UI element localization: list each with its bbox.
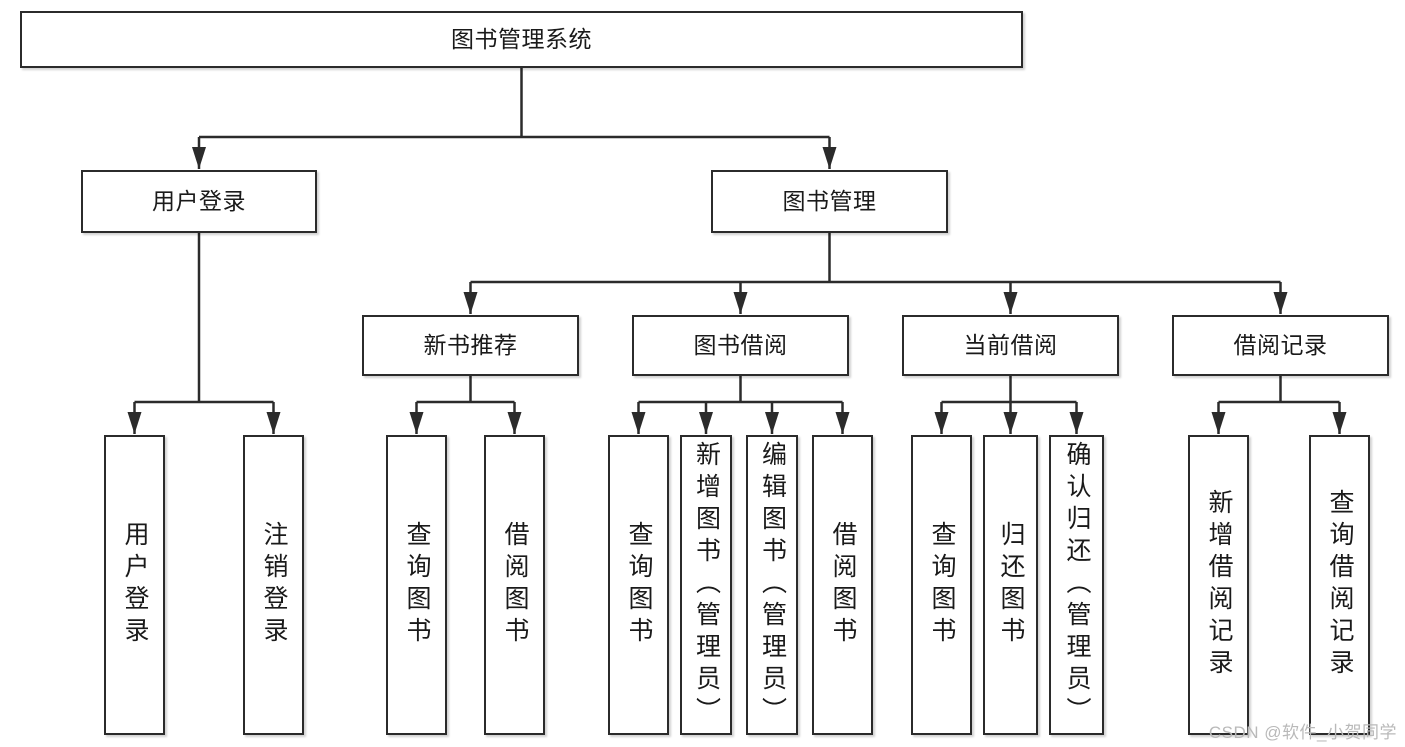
- arrowhead-icon: [733, 292, 748, 314]
- node-records[interactable]: 借阅记录: [1172, 315, 1389, 376]
- node-leaf-bo-add[interactable]: 新增图书（管理员）: [680, 435, 732, 735]
- node-login[interactable]: 用户登录: [81, 170, 317, 233]
- node-leaf-nb-borrow[interactable]: 借阅图书: [484, 435, 545, 735]
- node-label: 查询图书: [928, 521, 956, 649]
- arrowhead-icon: [409, 412, 424, 434]
- node-bookmgmt[interactable]: 图书管理: [711, 170, 948, 233]
- arrowhead-icon: [1332, 412, 1347, 434]
- node-label: 归还图书: [997, 521, 1025, 649]
- node-label: 新增借阅记录: [1205, 489, 1233, 681]
- arrowhead-icon: [765, 412, 779, 434]
- node-leaf-login[interactable]: 用户登录: [104, 435, 165, 735]
- node-label: 用户登录: [121, 521, 149, 649]
- node-root[interactable]: 图书管理系统: [20, 11, 1023, 68]
- arrowhead-icon: [699, 412, 713, 434]
- arrowhead-icon: [1273, 292, 1288, 314]
- node-leaf-logout[interactable]: 注销登录: [243, 435, 304, 735]
- arrowhead-icon: [1003, 292, 1018, 314]
- arrowhead-icon: [934, 412, 949, 434]
- node-label: 图书管理系统: [451, 25, 592, 52]
- node-label: 新书推荐: [423, 331, 518, 358]
- arrowhead-icon: [463, 292, 478, 314]
- node-label: 查询图书: [403, 521, 431, 649]
- node-leaf-re-add[interactable]: 新增借阅记录: [1188, 435, 1249, 735]
- node-leaf-cu-query[interactable]: 查询图书: [911, 435, 972, 735]
- node-label: 编辑图书（管理员）: [758, 441, 787, 729]
- node-label: 新增图书（管理员）: [692, 441, 721, 729]
- arrowhead-icon: [631, 412, 646, 434]
- node-leaf-re-query[interactable]: 查询借阅记录: [1309, 435, 1370, 735]
- node-leaf-bo-lend[interactable]: 借阅图书: [812, 435, 873, 735]
- node-label: 图书管理: [782, 187, 877, 214]
- arrowhead-icon: [192, 147, 206, 169]
- arrowhead-icon: [1003, 412, 1018, 434]
- node-label: 借阅图书: [829, 521, 857, 649]
- node-label: 查询图书: [625, 521, 653, 649]
- node-label: 借阅图书: [501, 521, 529, 649]
- arrowhead-icon: [1211, 412, 1226, 434]
- node-label: 借阅记录: [1233, 331, 1328, 358]
- node-label: 用户登录: [152, 187, 246, 214]
- node-leaf-cu-return[interactable]: 归还图书: [983, 435, 1038, 735]
- arrowhead-icon: [266, 412, 281, 434]
- node-borrow[interactable]: 图书借阅: [632, 315, 849, 376]
- arrowhead-icon: [1069, 412, 1084, 434]
- node-label: 当前借阅: [963, 331, 1058, 358]
- arrowhead-icon: [127, 412, 142, 434]
- watermark-label: CSDN @软件_小贺同学: [1208, 723, 1397, 742]
- node-label: 确认归还（管理员）: [1063, 441, 1091, 729]
- arrowhead-icon: [822, 147, 837, 169]
- node-leaf-bo-edit[interactable]: 编辑图书（管理员）: [746, 435, 798, 735]
- node-newbooks[interactable]: 新书推荐: [362, 315, 579, 376]
- node-leaf-cu-confirm[interactable]: 确认归还（管理员）: [1049, 435, 1104, 735]
- node-current[interactable]: 当前借阅: [902, 315, 1119, 376]
- arrowhead-icon: [507, 412, 522, 434]
- node-label: 图书借阅: [693, 331, 788, 358]
- node-label: 注销登录: [260, 521, 288, 649]
- node-label: 查询借阅记录: [1326, 489, 1354, 681]
- node-leaf-nb-query[interactable]: 查询图书: [386, 435, 447, 735]
- arrowhead-icon: [835, 412, 850, 434]
- node-leaf-bo-query[interactable]: 查询图书: [608, 435, 669, 735]
